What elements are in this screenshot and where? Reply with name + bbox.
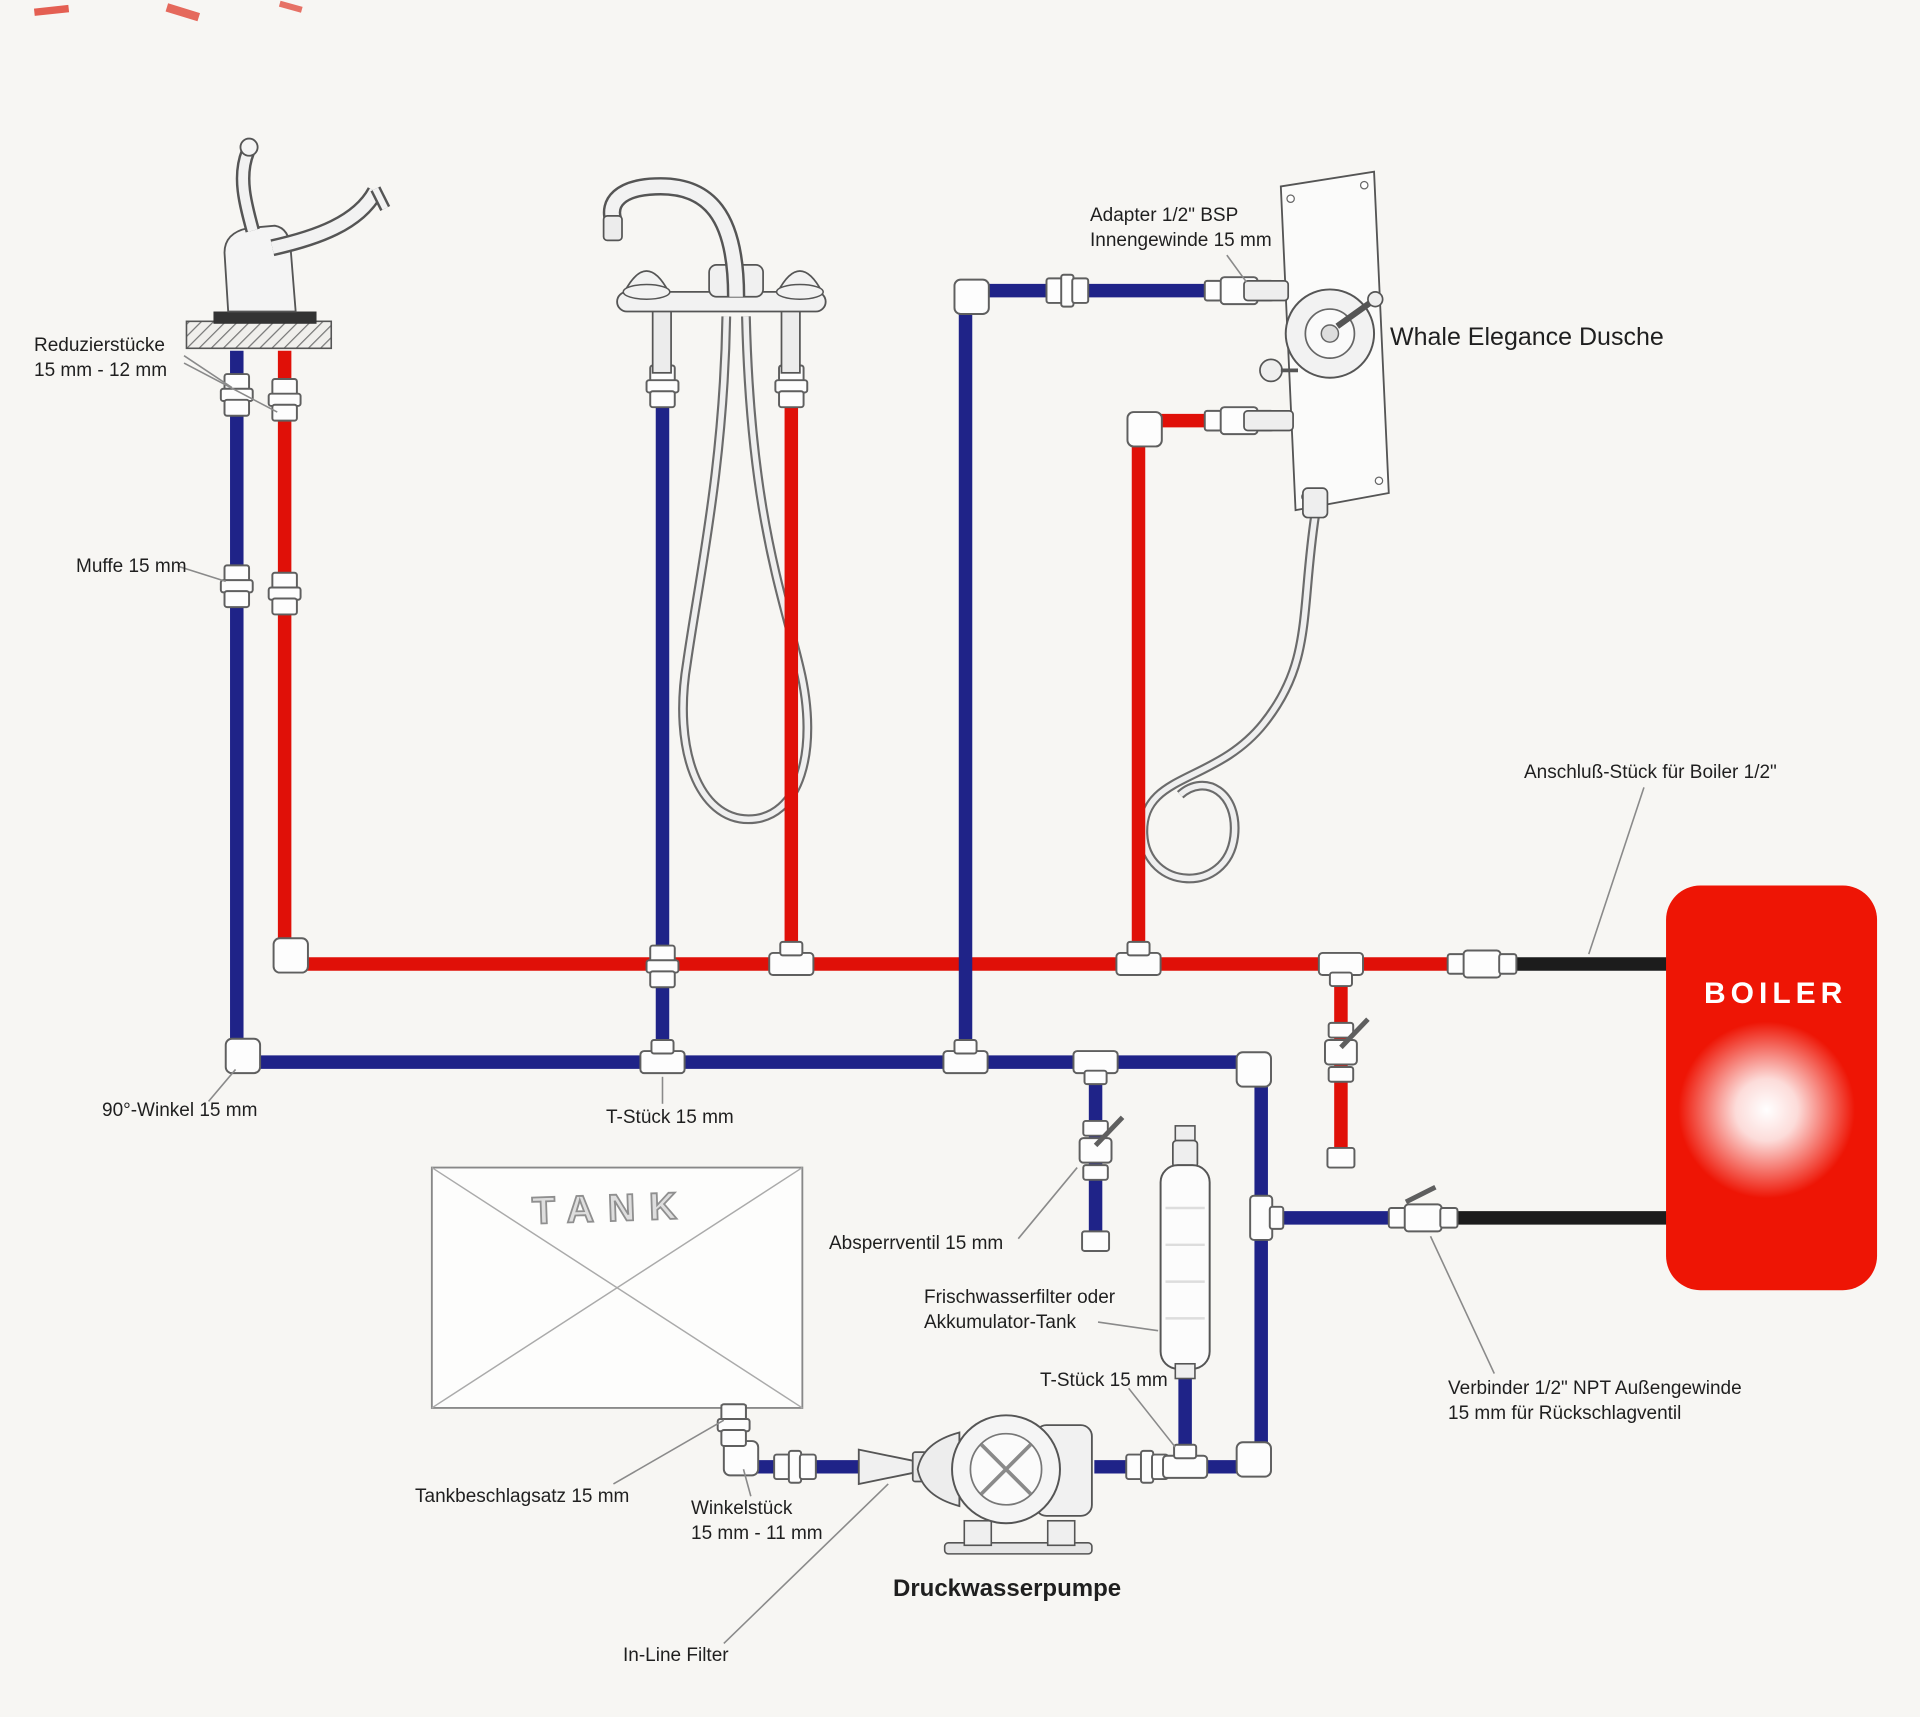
label-frischwasserfilter: Frischwasserfilter oder Akkumulator-Tank — [924, 1287, 1116, 1333]
label-inline-filter: In-Line Filter — [623, 1645, 729, 1666]
label-winkelstueck: Winkelstück 15 mm - 11 mm — [691, 1498, 823, 1544]
water-filter-accumulator — [1159, 1125, 1211, 1380]
two-handle-faucet — [602, 177, 827, 374]
single-lever-faucet — [185, 137, 391, 350]
label-whale-elegance-dusche: Whale Elegance Dusche — [1390, 323, 1664, 351]
label-tank: TANK — [530, 1184, 692, 1233]
shower-hoses — [678, 316, 1321, 884]
scan-artifacts — [33, 0, 303, 22]
pressure-pump — [916, 1414, 1093, 1555]
label-boiler: BOILER — [1704, 977, 1848, 1010]
label-90-winkel: 90°-Winkel 15 mm — [102, 1100, 258, 1121]
boiler-pipes — [1437, 957, 1671, 1225]
shower-mixer — [1243, 170, 1390, 519]
label-tankbeschlagsatz: Tankbeschlagsatz 15 mm — [415, 1486, 630, 1507]
label-adapter: Adapter 1/2" BSP Innengewinde 15 mm — [1090, 205, 1272, 251]
label-t-stueck-2: T-Stück 15 mm — [1040, 1370, 1168, 1391]
pipe-fittings — [219, 273, 1518, 1484]
label-absperrventil: Absperrventil 15 mm — [829, 1233, 1004, 1254]
fresh-water-tank — [430, 1166, 804, 1419]
label-anschluss-stueck: Anschluß-Stück für Boiler 1/2" — [1524, 762, 1777, 783]
cold-water-pipes — [230, 283, 1409, 1474]
boiler — [1666, 885, 1878, 1291]
leader-lines — [178, 254, 1645, 1644]
label-muffe: Muffe 15 mm — [76, 556, 187, 577]
label-reduzierstuecke: Reduzierstücke 15 mm - 12 mm — [34, 335, 168, 381]
label-t-stueck-1: T-Stück 15 mm — [606, 1107, 734, 1128]
label-druckwasserpumpe: Druckwasserpumpe — [893, 1575, 1122, 1602]
label-verbinder: Verbinder 1/2" NPT Außengewinde 15 mm fü… — [1448, 1378, 1742, 1424]
